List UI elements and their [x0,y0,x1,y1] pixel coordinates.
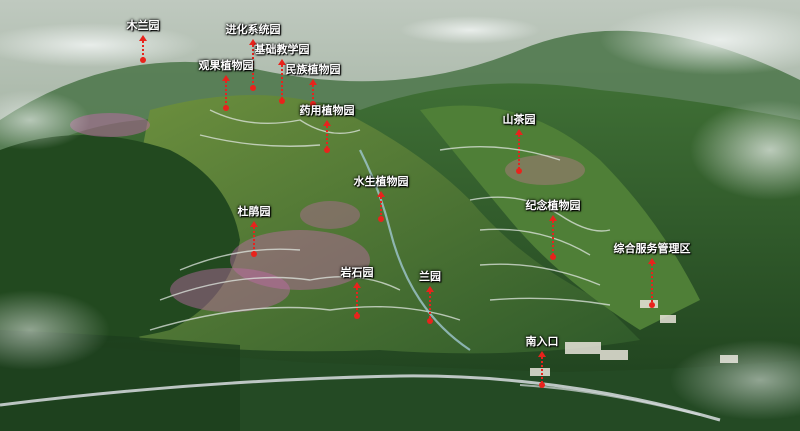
blossom-patch [230,230,370,290]
red-dotted-arrow-pin-icon [278,59,286,104]
red-dotted-arrow-pin-icon [648,258,656,308]
mist-cloud [0,90,90,150]
red-dotted-arrow-pin-icon [222,75,230,111]
place-label: 药用植物园 [299,104,355,117]
place-label: 水生植物园 [353,175,409,188]
place-label: 观果植物园 [198,59,254,72]
blossom-patch [70,113,150,137]
red-dotted-arrow-pin-icon [353,282,361,319]
red-dotted-arrow-pin-icon [250,221,258,257]
terrace-paths [149,109,611,331]
blossom-patch [505,155,585,185]
stream [359,149,471,351]
place-label: 山茶园 [502,113,536,126]
entrance-road [519,384,701,416]
blossom-patch [170,268,290,312]
place-label: 岩石园 [340,266,374,279]
west-hill [0,135,240,344]
east-slope [420,105,700,330]
mist-cloud [600,5,800,75]
red-dotted-arrow-pin-icon [323,120,331,153]
main-road [0,374,721,422]
red-dotted-arrow-pin-icon [139,35,147,63]
place-label: 木兰园 [126,19,160,32]
mist-cloud [0,23,200,67]
place-label: 南入口 [525,335,559,348]
place-label: 杜鹃园 [237,205,271,218]
red-dotted-arrow-pin-icon [515,129,523,174]
red-dotted-arrow-pin-icon [549,215,557,260]
place-label: 基础教学园 [254,43,310,56]
place-label: 纪念植物园 [525,199,581,212]
place-label: 民族植物园 [285,63,341,76]
valley-slopes [132,95,640,354]
red-dotted-arrow-pin-icon [249,39,257,91]
red-dotted-arrow-pin-icon [538,351,546,388]
place-label: 综合服务管理区 [613,242,691,255]
mist-cloud [690,100,800,200]
red-dotted-arrow-pin-icon [377,191,385,222]
mist-cloud [670,340,800,420]
red-dotted-arrow-pin-icon [309,79,317,107]
place-label: 兰园 [419,270,441,283]
blossom-patch [300,201,360,229]
place-label: 进化系统园 [225,23,281,36]
mist-cloud [400,16,540,44]
red-dotted-arrow-pin-icon [426,286,434,324]
mist-cloud [0,290,110,370]
